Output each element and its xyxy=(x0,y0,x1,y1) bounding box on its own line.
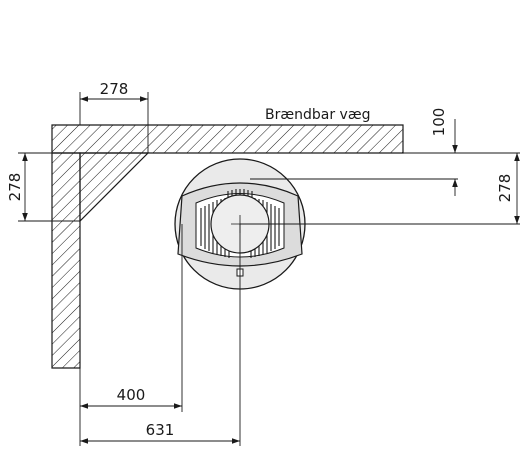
dimension-label-400: 400 xyxy=(117,386,146,404)
wall-label: Brændbar væg xyxy=(265,107,370,123)
dimension-left-278: 278 xyxy=(6,152,80,222)
dimension-bottom: 400 631 xyxy=(79,224,241,446)
combustible-wall xyxy=(51,124,404,369)
dimension-label-top: 278 xyxy=(100,80,129,98)
dimension-label-100: 100 xyxy=(430,108,448,137)
dimension-label-left: 278 xyxy=(6,173,24,202)
dimension-label-278-right: 278 xyxy=(496,174,514,203)
dimension-top-278: 278 xyxy=(79,80,149,153)
corner-protection-zone xyxy=(79,152,150,223)
left-wall xyxy=(51,152,81,369)
dimension-label-631: 631 xyxy=(146,421,175,439)
dimension-right: 100 278 xyxy=(240,108,520,225)
top-wall xyxy=(51,124,404,154)
